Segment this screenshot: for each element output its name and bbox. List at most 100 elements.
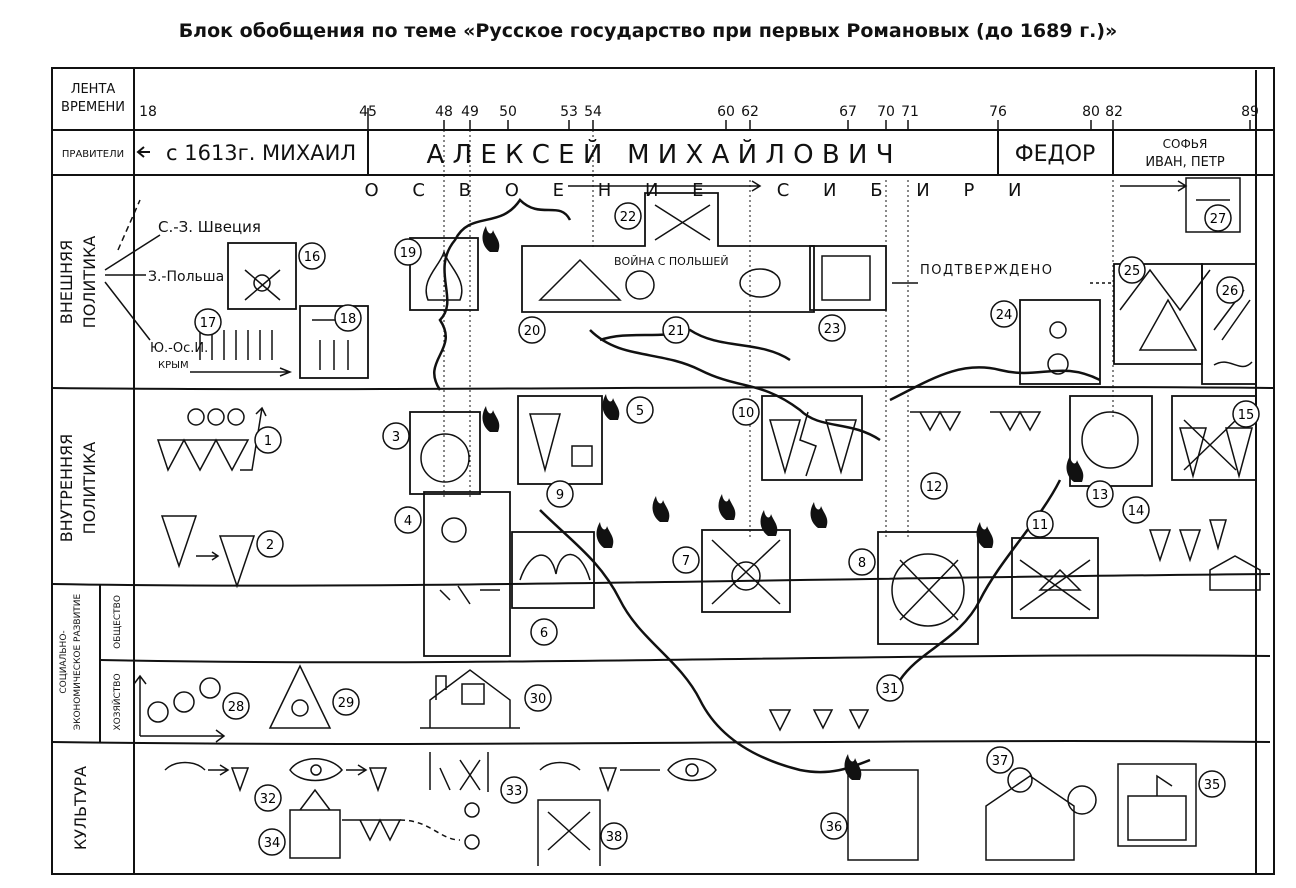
box-6 (511, 531, 595, 609)
number-label: 9 (556, 488, 564, 503)
house-icon (985, 775, 1075, 861)
number-label: 14 (1128, 504, 1145, 519)
number-circle (1216, 276, 1244, 304)
year-tick: 67 (839, 104, 857, 120)
manufactory-sign-icon (461, 683, 485, 705)
year-tick: 89 (1241, 104, 1259, 120)
page-title: Блок обобщения по теме «Русское государс… (178, 20, 1118, 42)
zemsky-sobor-icon (156, 438, 250, 472)
number-label: 29 (338, 696, 355, 711)
number-label: 26 (1222, 284, 1239, 299)
triangle-icon (268, 664, 332, 729)
box-11 (1011, 537, 1099, 619)
domestic-label-2: ПОЛИТИКА (80, 442, 99, 535)
number-label: 27 (1210, 212, 1227, 227)
crowd-icon (439, 585, 500, 605)
razin-circle-icon (891, 553, 965, 627)
direction-fan (104, 199, 161, 341)
head-icon (227, 408, 245, 426)
sun-icon (1007, 767, 1033, 793)
open-eye-icon (667, 758, 717, 782)
direction-sweden: С.-З. Швеция (158, 218, 261, 236)
cross-icon (244, 269, 281, 301)
triangle-icon (538, 258, 622, 301)
number-circle (256, 530, 284, 558)
number-circle (732, 398, 760, 426)
filaret-icon (160, 515, 198, 569)
number-circle (194, 308, 222, 336)
number-circle (332, 688, 360, 716)
smile-face-icon (464, 802, 480, 818)
number-label: 15 (1238, 408, 1255, 423)
year-tick: 76 (989, 104, 1007, 120)
sad-face-icon (147, 701, 169, 723)
number-circle (1232, 400, 1260, 428)
number-circle (600, 822, 628, 850)
number-label: 31 (882, 682, 899, 697)
book-icon (847, 769, 919, 861)
timeline-label-line1: ЛЕНТА (71, 82, 116, 97)
socio-label-2: ЭКОНОМИЧЕСКОЕ РАЗВИТИЕ (73, 593, 83, 730)
box-10 (761, 395, 863, 481)
fire-icon (425, 249, 463, 301)
scroll-icon (1185, 177, 1241, 233)
number-circle (818, 314, 846, 342)
number-circle (1086, 480, 1114, 508)
number-label: 3 (392, 430, 400, 445)
flame-icon (602, 394, 620, 420)
timeline-tick-marks (367, 108, 1251, 130)
face-icon (253, 274, 271, 292)
year-tick: 60 (717, 104, 735, 120)
number-label: 32 (260, 792, 277, 807)
number-label: 18 (340, 312, 357, 327)
direction-crimea: КРЫМ (158, 360, 189, 371)
figure-icon (230, 767, 250, 793)
number-circle (990, 300, 1018, 328)
number-label: 1 (264, 434, 272, 449)
year-tick: 54 (584, 104, 602, 120)
closed-eye-icon (539, 761, 581, 771)
head-icon (187, 408, 205, 426)
moscow-circle-icon (731, 561, 761, 591)
number-label: 30 (530, 692, 547, 707)
year-tick: 70 (877, 104, 895, 120)
number-label: 6 (540, 626, 548, 641)
figure-icon (368, 767, 388, 793)
book-icon (571, 445, 593, 467)
number-circle (1122, 496, 1150, 524)
culture-label: КУЛЬТУРА (71, 766, 90, 850)
number-label: 22 (620, 210, 637, 225)
number-label: 2 (266, 538, 274, 553)
number-circle (530, 618, 558, 646)
neutral-face-icon (1047, 353, 1069, 375)
estates-icon (910, 410, 1042, 432)
flame-contour-icon (433, 198, 572, 391)
number-label: 23 (824, 322, 841, 337)
box-26 (1201, 263, 1257, 385)
box-19 (409, 237, 479, 311)
number-circle (672, 546, 700, 574)
number-circle (394, 506, 422, 534)
smile-face-icon (625, 270, 655, 300)
flame-contour-icon (539, 509, 871, 774)
number-circle (1026, 510, 1054, 538)
manufactory-icon (420, 669, 520, 729)
grid-frame (51, 67, 1275, 875)
number-circle (500, 776, 528, 804)
year-tick: 50 (499, 104, 517, 120)
year-tick: 53 (560, 104, 578, 120)
number-circle (518, 316, 546, 344)
ruler-arrow-icon (136, 146, 150, 158)
number-circle (524, 684, 552, 712)
academy-icon (1117, 763, 1197, 847)
box-15 (1171, 395, 1257, 481)
flame-icon (810, 502, 828, 528)
number-label: 11 (1032, 518, 1049, 533)
number-label: 19 (400, 246, 417, 261)
arrow-icon (196, 551, 220, 561)
church-icon (1209, 555, 1261, 591)
bonfire-icon (519, 553, 591, 581)
school-icon (429, 752, 489, 792)
number-circle (1198, 770, 1226, 798)
number-label: 37 (992, 754, 1009, 769)
